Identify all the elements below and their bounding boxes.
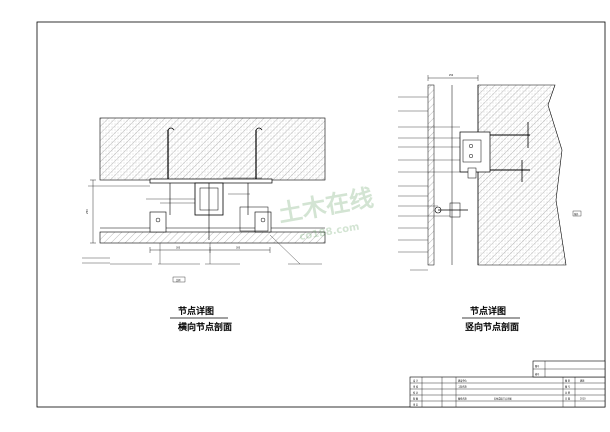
left-dim-total: 250 bbox=[85, 209, 89, 214]
tb-drawing-name: 石材幕墙节点详图 bbox=[494, 397, 512, 401]
right-view-title: 节点详图 bbox=[470, 305, 506, 317]
tb-right-2: 图 号 bbox=[565, 385, 571, 389]
tb-left-2: 审 核 bbox=[413, 385, 419, 389]
tb-right-1: 图 别 bbox=[565, 379, 570, 383]
watermark-url: co188.com bbox=[299, 222, 361, 243]
tb-top-label-2: 编号 bbox=[535, 372, 540, 376]
watermark-text: 土木在线 bbox=[276, 184, 375, 228]
tb-right-4: 日 期 bbox=[565, 397, 571, 401]
title-block: 图号 编号 设 计 审 核 校 对 制 图 审 定 建设单位 工程名称 图纸名称… bbox=[409, 360, 606, 408]
tb-right-value-1: 建施 bbox=[580, 379, 585, 383]
right-view-subtitle: 竖向节点剖面 bbox=[465, 321, 519, 333]
left-scale-tag: 比例 bbox=[176, 278, 181, 282]
stone-panel bbox=[99, 231, 326, 244]
tb-left-3: 校 对 bbox=[413, 391, 419, 395]
tb-mid-3: 图纸名称 bbox=[458, 397, 468, 401]
tb-top-label-1: 图号 bbox=[535, 364, 540, 368]
left-section-view: 250 300 300 比例 bbox=[82, 117, 326, 283]
tb-right-3: 比 例 bbox=[565, 391, 571, 395]
tb-mid-1: 建设单位 bbox=[458, 379, 468, 383]
right-side-tag: 室外 bbox=[574, 212, 579, 216]
concrete-slab-dots bbox=[100, 118, 325, 180]
left-dim-bottom-2: 300 bbox=[236, 247, 241, 250]
tb-left-4: 制 图 bbox=[413, 397, 418, 401]
tb-right-value-4: 2010 bbox=[580, 398, 586, 401]
tb-left-5: 审 定 bbox=[413, 403, 419, 407]
sheet-border-outer bbox=[36, 21, 606, 408]
tb-left-1: 设 计 bbox=[413, 379, 419, 383]
right-dim-top: 250 bbox=[449, 74, 454, 77]
left-dim-bottom-1: 300 bbox=[176, 247, 181, 250]
left-view-subtitle: 横向节点剖面 bbox=[178, 321, 232, 333]
left-view-title: 节点详图 bbox=[178, 305, 214, 317]
tb-mid-2: 工程名称 bbox=[458, 385, 468, 389]
right-section-view: 250 室外 bbox=[398, 74, 582, 271]
